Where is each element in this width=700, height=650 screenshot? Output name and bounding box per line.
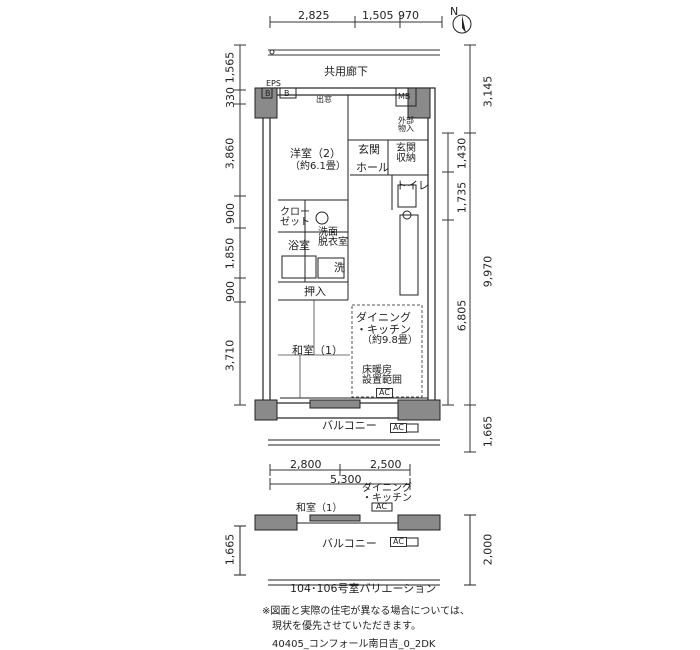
floor-heating-label: 床暖房 設置範囲: [362, 365, 402, 386]
variation-ac-balcony: AC: [390, 537, 407, 547]
dim-top-1: 2,825: [298, 9, 330, 22]
dim-left-5: 1,850: [223, 237, 237, 270]
dim-bottom-1: 2,800: [290, 458, 322, 471]
dim-right-inner-2: 1,735: [455, 181, 469, 214]
dim-top-3: 970: [398, 9, 419, 22]
dk-label: ダイニング ・キッチン: [356, 311, 411, 337]
western-room-size: （約6.1畳）: [290, 161, 346, 172]
corridor-label: 共用廊下: [324, 65, 368, 78]
variation-ac-dk: AC: [376, 502, 387, 511]
dim-right-outer-2: 9,970: [481, 255, 495, 288]
variation-dk-label: ダイニング ・キッチン: [362, 483, 412, 504]
toilet-label: トイレ: [396, 179, 429, 192]
balcony-label: バルコニー: [322, 419, 377, 432]
eps-label: EPS: [266, 79, 281, 88]
dim-bottom-total: 5,300: [330, 473, 362, 486]
dim-right-outer-1: 3,145: [481, 75, 495, 108]
dim-left-4: 900: [224, 203, 237, 224]
oshiire-label: 押入: [304, 285, 326, 298]
dim-left-7: 3,710: [223, 339, 237, 372]
outdoor-storage-label: 外部 物入: [398, 116, 414, 133]
variation-dim-right: 2,000: [481, 533, 495, 566]
genkan-label: 玄関: [358, 143, 380, 156]
compass-icon: [452, 14, 472, 34]
variation-japanese-label: 和室（1）: [296, 503, 343, 514]
dim-left-3: 3,860: [223, 137, 237, 170]
variation-dim-left: 1,665: [223, 533, 237, 566]
dim-left-2: 330: [224, 87, 237, 108]
dim-right-inner-1: 1,430: [455, 137, 469, 170]
b1-label: B: [265, 89, 271, 98]
dim-top-2: 1,505: [362, 9, 394, 22]
western-room-label: 洋室（2）: [290, 147, 341, 160]
dk-size: （約9.8畳）: [362, 335, 418, 346]
entrance-window-label: 出窓: [316, 95, 332, 104]
washroom-label: 洗面 脱衣室: [318, 227, 348, 248]
dim-right-outer-3: 1,665: [481, 415, 495, 448]
dim-right-inner-3: 6,805: [455, 299, 469, 332]
ac-unit-balcony: AC: [390, 423, 407, 433]
dim-left-6: 900: [224, 281, 237, 302]
disclaimer-note: ※図面と実際の住宅が異なる場合については、 現状を優先させていただきます。: [262, 606, 470, 632]
dim-left-1: 1,565: [223, 51, 237, 84]
genkan-storage-label: 玄関 収納: [396, 143, 416, 164]
dim-bottom-2: 2,500: [370, 458, 402, 471]
variation-balcony-label: バルコニー: [322, 537, 377, 550]
b2-label: B: [284, 89, 290, 98]
ac-unit-dk: AC: [376, 388, 393, 398]
bath-label: 浴室: [288, 239, 310, 252]
variation-caption: 104･106号室バリエーション: [290, 582, 437, 595]
mb-label: MB: [398, 92, 411, 101]
japanese-room-label: 和室（1）: [292, 344, 343, 357]
closet-label: クロー ゼット: [280, 207, 310, 228]
hall-label: ホール: [356, 161, 389, 174]
compass-label: N: [450, 5, 459, 18]
plan-id-footer: 40405_コンフォール南日吉_0_2DK: [272, 639, 436, 650]
washer-label: 洗: [334, 261, 345, 274]
